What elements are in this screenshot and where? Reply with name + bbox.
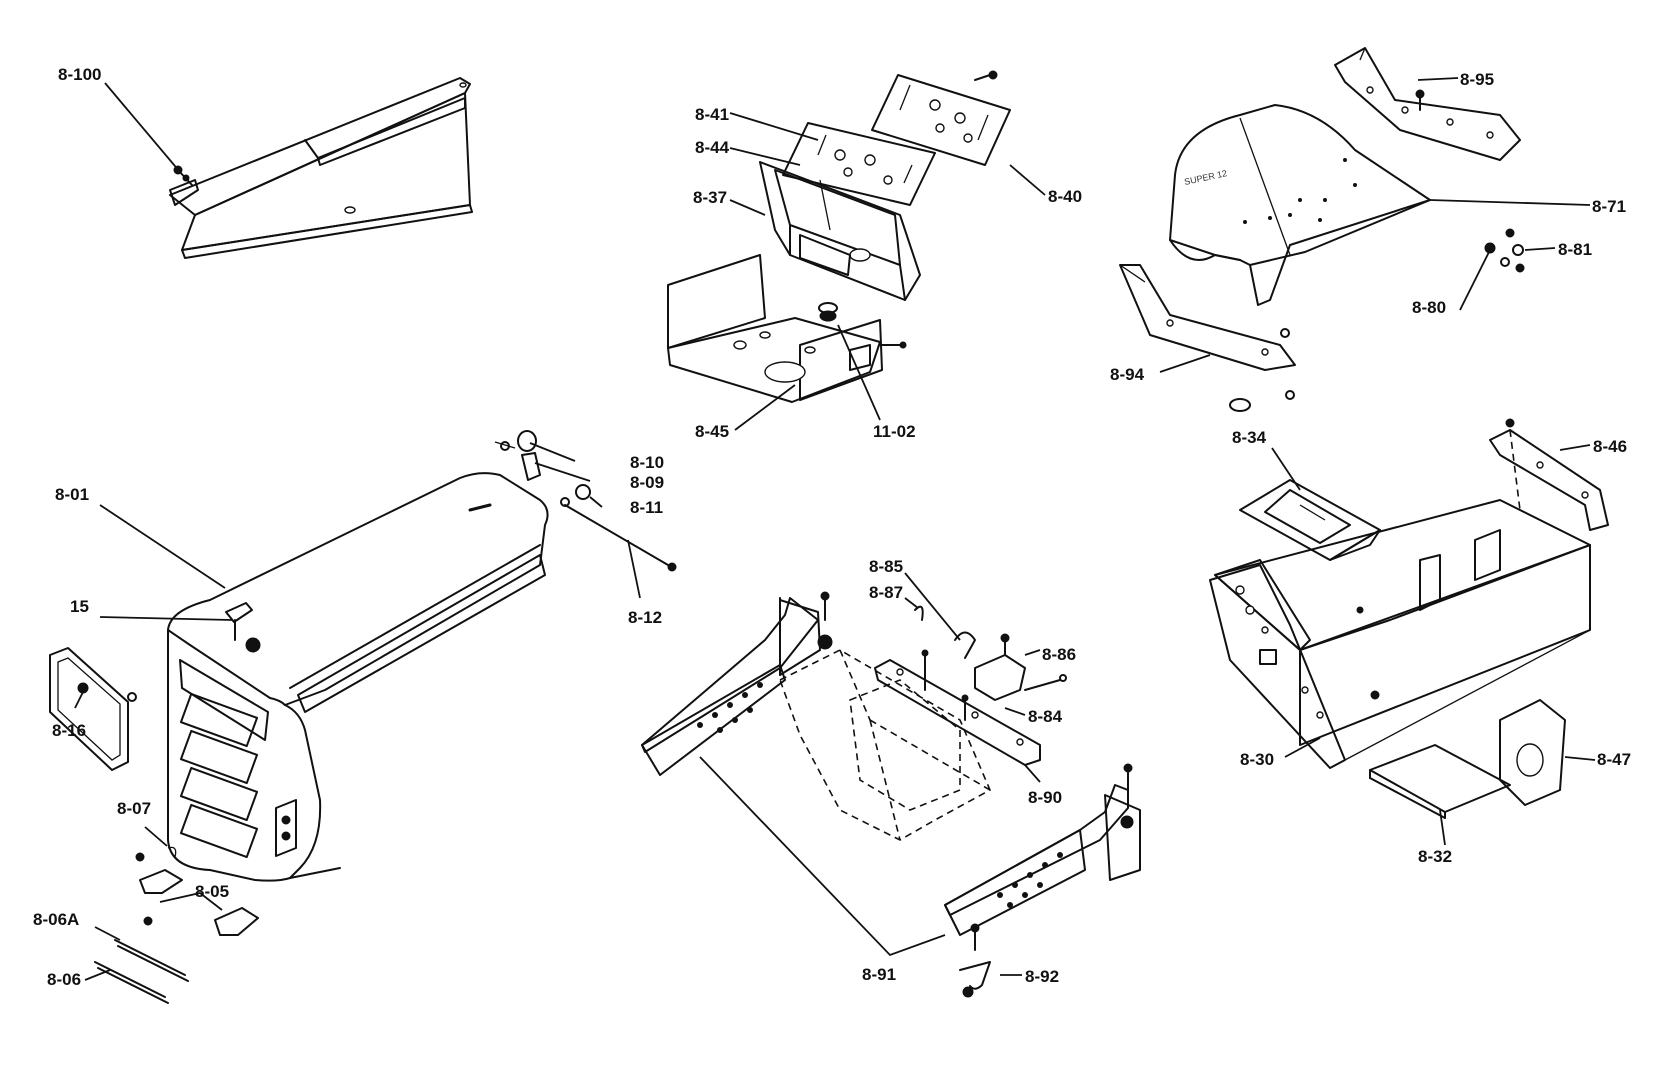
leader-8-40 [1009, 164, 1046, 196]
label-8-09: 8-09 [630, 473, 664, 492]
leader-8-85 [904, 572, 961, 641]
label-8-45: 8-45 [695, 422, 729, 441]
label-8-40: 8-40 [1048, 187, 1082, 206]
part-8-01-hood [167, 472, 549, 882]
part-8-91-footrests [641, 591, 1141, 936]
label-8-91: 8-91 [862, 965, 896, 984]
leader-8-94 [1159, 354, 1211, 373]
label-8-05: 8-05 [195, 882, 229, 901]
part-8-32-cover-plate [1369, 744, 1511, 819]
part-8-06-pivot-rods [94, 939, 189, 1004]
leader-8-91 [699, 756, 946, 957]
part-8-80-8-81-hardware [1484, 228, 1525, 273]
label-8-92: 8-92 [1025, 967, 1059, 986]
leader-8-90 [1024, 764, 1041, 783]
label-8-41: 8-41 [695, 105, 729, 124]
battery-outline-dashed [779, 649, 992, 841]
label-11-02: 11-02 [873, 422, 916, 441]
part-8-90-support-bar [874, 649, 1041, 766]
part-8-100-support-bracket [169, 77, 473, 259]
part-8-86-clamp [974, 633, 1067, 701]
leader-8-71 [1429, 199, 1591, 206]
leader-8-16 [74, 691, 84, 709]
label-8-06: 8-06 [47, 970, 81, 989]
part-8-45-mount-tray [667, 254, 907, 403]
leader-8-87 [904, 597, 919, 609]
leader-8-47 [1564, 756, 1596, 761]
label-8-84: 8-84 [1028, 707, 1063, 726]
leader-8-41 [729, 112, 819, 141]
leader-8-84 [1004, 707, 1026, 716]
part-11-02-grommet [818, 302, 838, 322]
leader-8-46 [1559, 444, 1591, 451]
part-8-94-fender-support [1119, 264, 1296, 412]
part-8-16-headlight [49, 647, 137, 771]
label-8-32: 8-32 [1418, 847, 1452, 866]
label-8-11: 8-11 [630, 498, 663, 517]
part-15-hood-latch [225, 602, 253, 641]
leader-8-45 [734, 384, 796, 431]
leader-11-02 [837, 324, 881, 421]
part-8-92-clip [959, 923, 991, 998]
part-8-37-steering-housing [759, 161, 921, 301]
leader-8-100 [104, 82, 181, 173]
label-8-90: 8-90 [1028, 788, 1062, 807]
leader-8-01 [99, 504, 226, 589]
label-8-37: 8-37 [693, 188, 727, 207]
label-8-94: 8-94 [1110, 365, 1145, 384]
label-8-47: 8-47 [1597, 750, 1631, 769]
leader-8-81 [1524, 247, 1556, 251]
leader-8-32 [1439, 809, 1446, 846]
label-8-07: 8-07 [117, 799, 151, 818]
part-8-40-plate [871, 70, 1011, 166]
label-8-85: 8-85 [869, 557, 903, 576]
leader-8-07 [144, 826, 168, 847]
leader-8-37 [729, 199, 766, 216]
label-8-12: 8-12 [628, 608, 662, 627]
part-8-41-plate [782, 122, 936, 206]
label-8-10: 8-10 [630, 453, 664, 472]
part-8-46-frame-crossmember [1489, 418, 1609, 531]
label-8-80: 8-80 [1412, 298, 1446, 317]
leader-8-06 [84, 969, 111, 981]
label-15: 15 [70, 597, 89, 616]
leader-8-10 [529, 442, 576, 462]
leader-8-06A [94, 926, 121, 941]
label-8-71: 8-71 [1592, 197, 1626, 216]
label-8-87: 8-87 [869, 583, 903, 602]
label-8-30: 8-30 [1240, 750, 1274, 769]
leader-8-86 [1024, 649, 1041, 656]
label-8-06A: 8-06A [33, 910, 79, 929]
leader-8-09 [534, 462, 591, 482]
leader-8-30 [1284, 737, 1321, 758]
label-8-44: 8-44 [695, 138, 730, 157]
leader-8-11 [589, 496, 603, 508]
fender-emblem: SUPER 12 [1183, 168, 1228, 187]
label-8-86: 8-86 [1042, 645, 1076, 664]
label-8-34: 8-34 [1232, 428, 1267, 447]
part-8-05-hinge-brackets [135, 846, 259, 936]
part-8-95-seat-bracket [1334, 47, 1521, 161]
part-8-47-bracket [1499, 699, 1566, 806]
label-8-81: 8-81 [1558, 240, 1592, 259]
label-8-01: 8-01 [55, 485, 89, 504]
label-8-100: 8-100 [58, 65, 101, 84]
part-8-10-8-11-pivot-hardware [494, 430, 677, 572]
part-8-30-main-frame [1209, 429, 1591, 769]
leader-8-12 [627, 539, 641, 599]
part-8-34-decal-plate [1239, 479, 1381, 561]
leader-8-05 [159, 892, 223, 911]
label-8-46: 8-46 [1593, 437, 1627, 456]
leader-15 [99, 616, 233, 621]
label-8-16: 8-16 [52, 721, 86, 740]
leader-8-44 [729, 147, 801, 166]
leader-8-34 [1271, 447, 1301, 491]
label-8-95: 8-95 [1460, 70, 1494, 89]
part-8-71-rear-fender: SUPER 12 [1169, 104, 1431, 306]
leader-8-80 [1459, 249, 1491, 311]
leader-8-95 [1417, 77, 1459, 81]
